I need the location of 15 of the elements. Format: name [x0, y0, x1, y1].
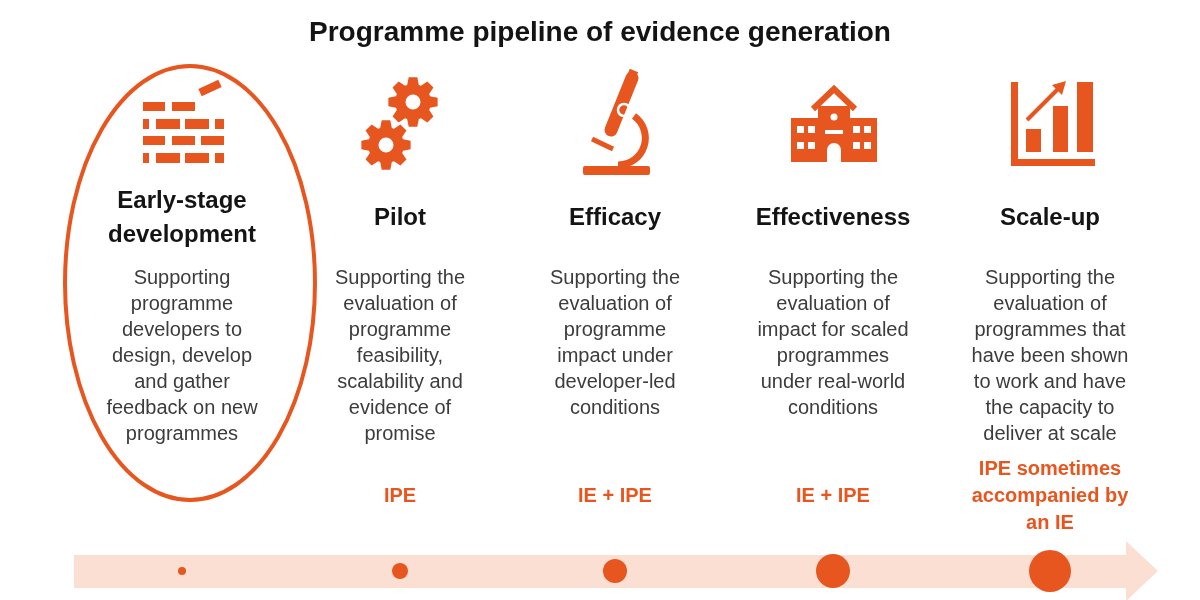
- diagram-title: Programme pipeline of evidence generation: [309, 15, 891, 49]
- stage-description: Supporting the evaluation of impact for scaled programmes under real-world conditions: [756, 265, 910, 420]
- stage-description: Supporting the evaluation of programme feasibility, scalability and evidence of promise: [333, 265, 467, 446]
- stage-heading: Early-stage development: [107, 185, 257, 249]
- stage-heading: Effectiveness: [755, 202, 911, 232]
- evaluation-method-label: IE + IPE: [578, 482, 652, 508]
- evaluation-method-label: IPE sometimes accompanied by an IE: [970, 455, 1130, 535]
- stage-heading: Efficacy: [568, 202, 662, 232]
- stage-heading: Pilot: [374, 202, 426, 232]
- stage-heading: Scale-up: [1000, 202, 1100, 232]
- stage-description: Supporting programme developers to design, develop and gather feedback on new programmes: [105, 265, 259, 446]
- stage-description: Supporting the evaluation of programme impact under developer-led conditions: [548, 265, 682, 420]
- evaluation-method-label: IPE: [383, 482, 417, 508]
- stage-description: Supporting the evaluation of programmes that have been shown to work and have the capacity to deliver at scale: [970, 265, 1130, 446]
- evaluation-method-label: IE + IPE: [796, 482, 870, 508]
